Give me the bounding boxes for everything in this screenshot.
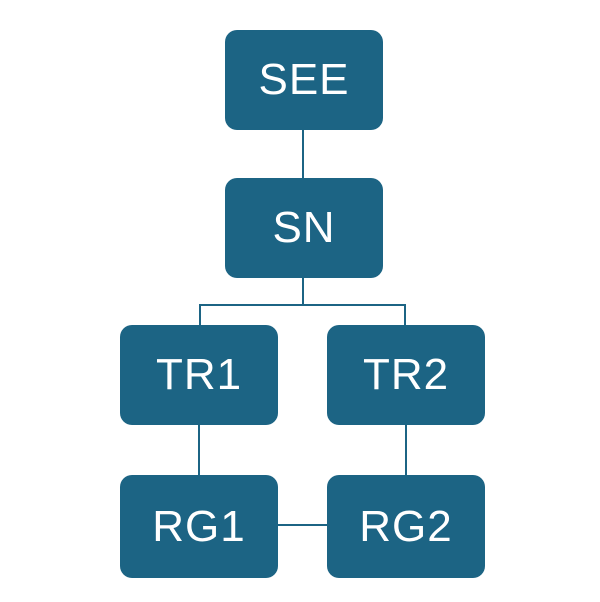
- edge-see-sn: [302, 128, 304, 180]
- node-rg1: RG1: [120, 475, 278, 578]
- node-see: SEE: [225, 30, 383, 130]
- edge-sn-stub: [302, 276, 304, 306]
- node-tr2: TR2: [327, 325, 485, 425]
- edge-sn-branch-horizontal: [199, 304, 406, 306]
- edge-branch-tr1: [199, 304, 201, 328]
- edge-tr1-rg1: [198, 424, 200, 478]
- node-sn: SN: [225, 178, 383, 278]
- edge-rg1-rg2: [275, 524, 331, 526]
- edge-branch-tr2: [404, 304, 406, 328]
- node-rg2: RG2: [327, 475, 485, 578]
- node-tr1: TR1: [120, 325, 278, 425]
- edge-tr2-rg2: [405, 424, 407, 478]
